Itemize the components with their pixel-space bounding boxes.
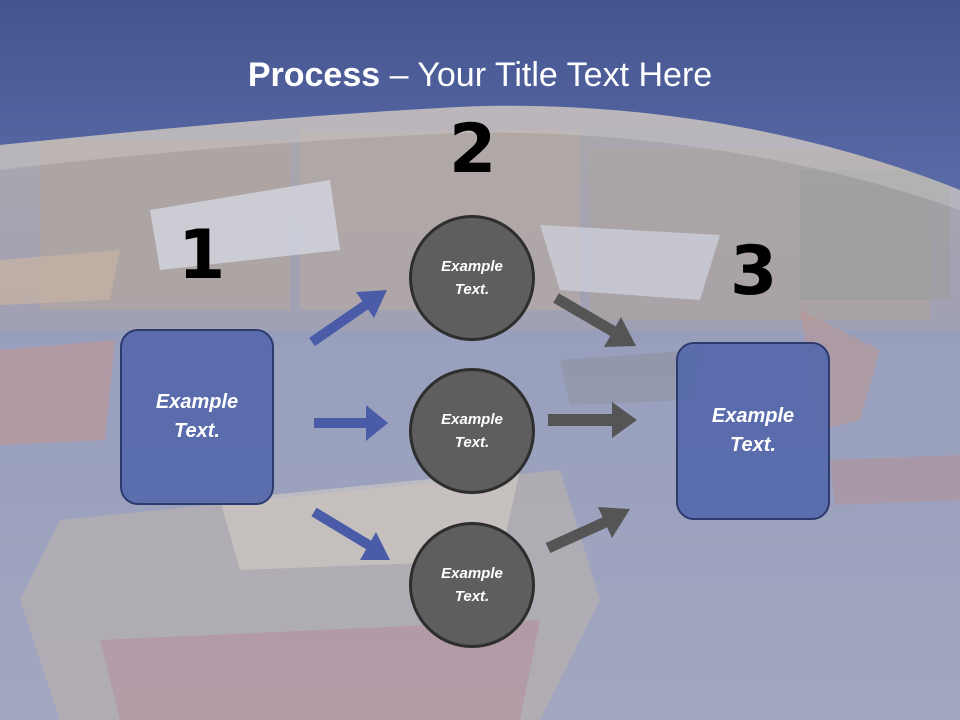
title-bold: Process: [247, 56, 381, 94]
circle-1-text: Example Text.: [441, 258, 503, 298]
step-number-2: 2: [449, 110, 497, 189]
page-title: Process – Your Title Text Here: [0, 54, 960, 96]
circle-3: Example Text.: [409, 522, 535, 648]
right-box-text: Example Text.: [711, 405, 795, 456]
circle-1: Example Text.: [409, 215, 535, 341]
circle-3-text: Example Text.: [441, 565, 503, 605]
step-number-3: 3: [730, 232, 778, 311]
left-box-text: Example Text.: [155, 391, 239, 442]
step-number-1: 1: [178, 216, 226, 295]
circle-2: Example Text.: [409, 368, 535, 494]
right-box: Example Text.: [676, 342, 830, 520]
left-box: Example Text.: [120, 329, 274, 505]
title-rest: – Your Title Text Here: [380, 56, 713, 94]
circle-2-text: Example Text.: [441, 411, 503, 451]
